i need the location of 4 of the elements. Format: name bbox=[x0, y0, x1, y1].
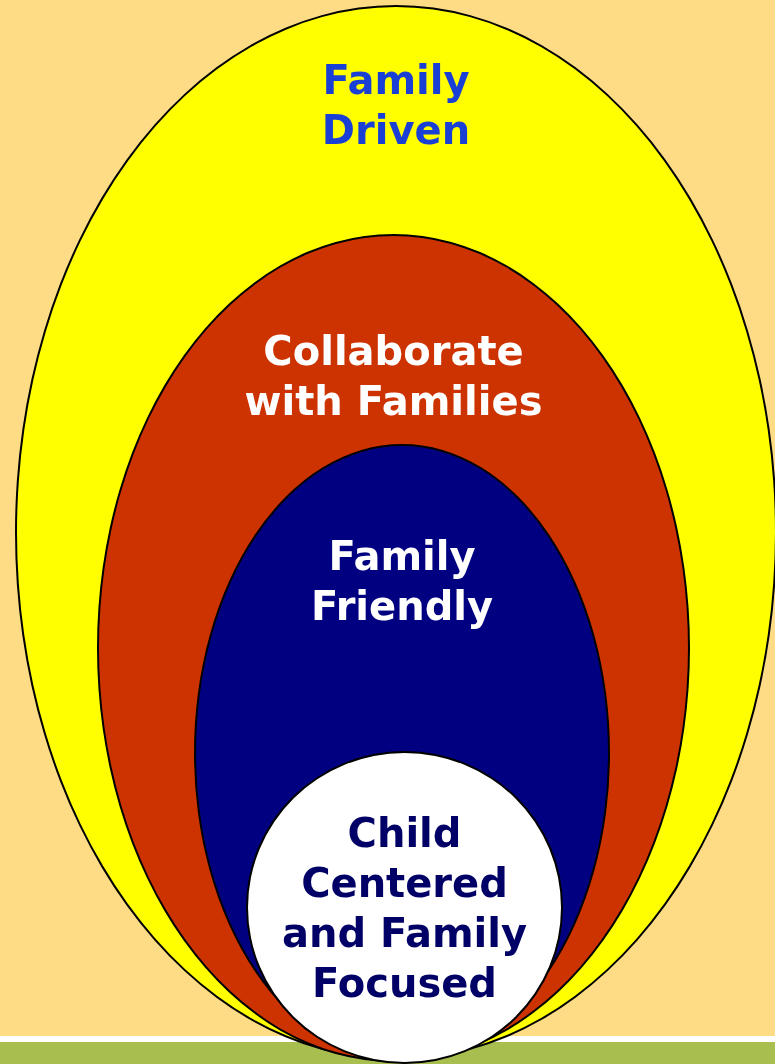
ellipse-label: Family Driven bbox=[320, 56, 472, 155]
ellipse-label: Child Centered and Family Focused bbox=[280, 809, 529, 1008]
ellipse-label: Family Friendly bbox=[309, 532, 495, 631]
ellipse-label: Collaborate with Families bbox=[243, 327, 544, 426]
